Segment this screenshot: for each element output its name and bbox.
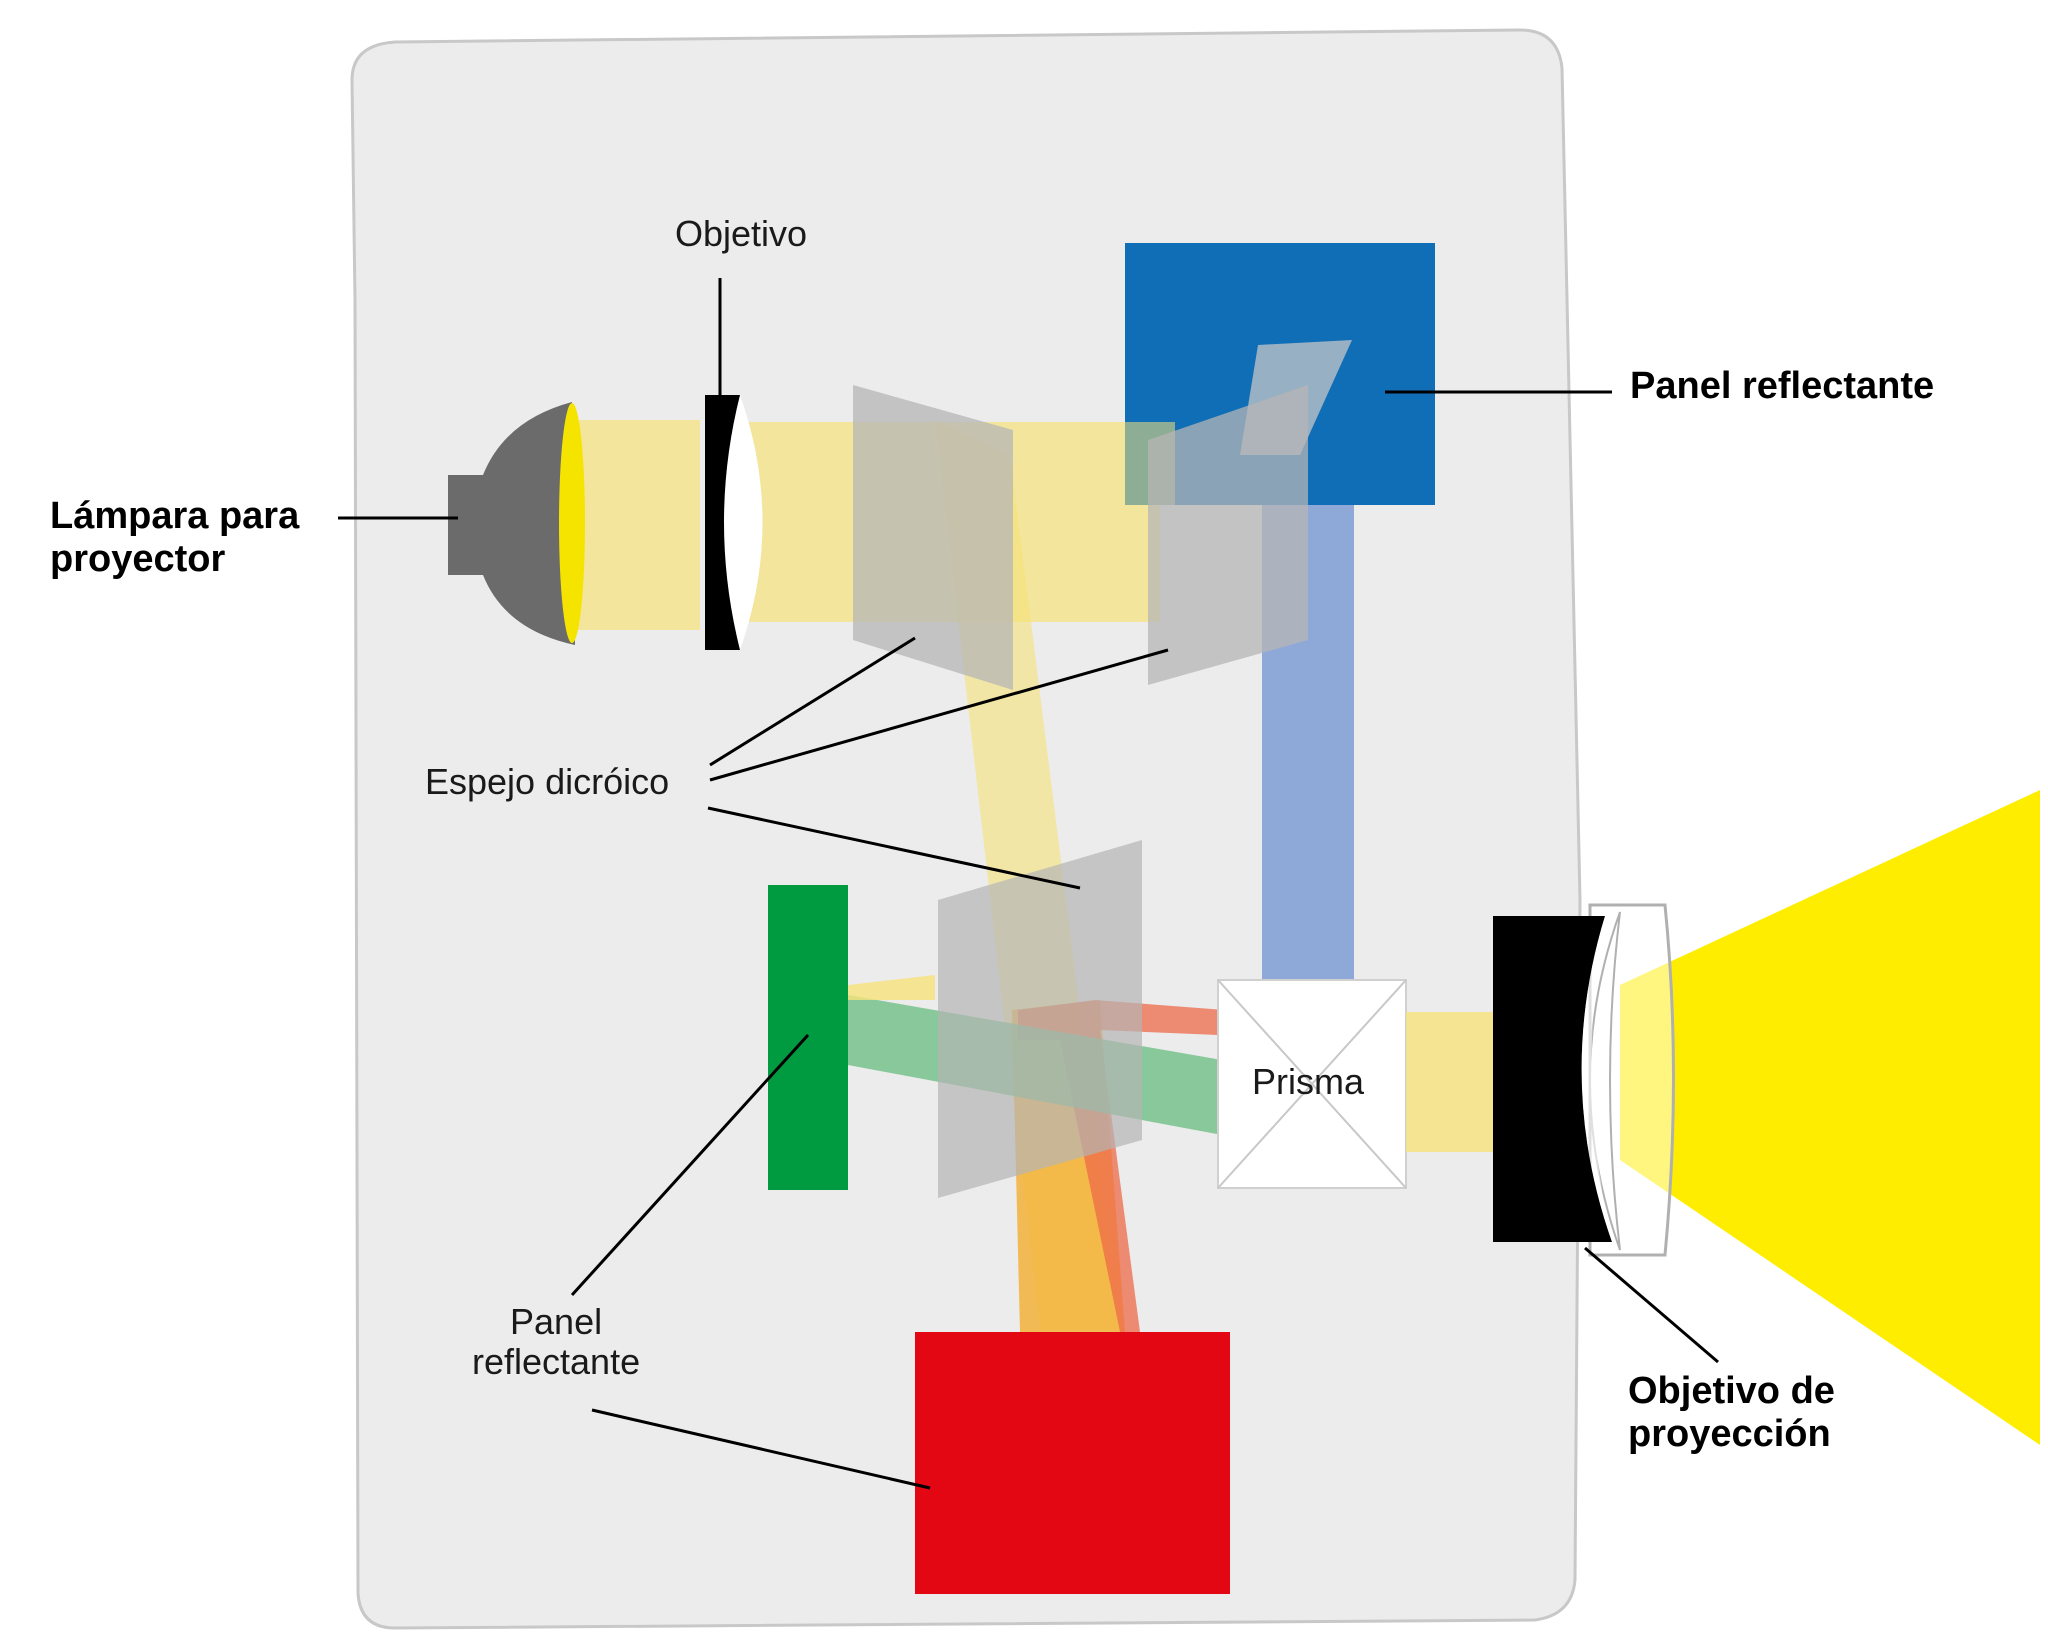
- leader-espejo-1: [709, 636, 916, 767]
- label-objetivo: Objetivo: [675, 213, 808, 254]
- label-lampara-line2: proyector: [50, 537, 226, 580]
- label-lampara: Lámpara para proyector: [50, 495, 299, 580]
- label-prisma: Prisma: [1252, 1061, 1365, 1102]
- light-beam-green: [848, 975, 935, 1000]
- dichroic-mirror-1: [853, 385, 1013, 690]
- leader-objetivo-proyeccion: [1584, 1246, 1719, 1364]
- label-objetivo-proyeccion: Objetivo de proyección: [1628, 1370, 1835, 1455]
- condenser-lens-glass: [724, 395, 763, 650]
- leader-panel-red: [591, 1408, 931, 1490]
- red-panel: [915, 1332, 1230, 1594]
- label-espejo-dicroico: Espejo dicróico: [425, 761, 670, 802]
- prism-diagonal-2: [1217, 979, 1407, 1189]
- label-panel-bottom-line1: Panel: [510, 1301, 603, 1342]
- light-beam-lamp: [575, 420, 700, 630]
- lamp-glow: [559, 403, 585, 643]
- projection-beam: [1620, 790, 2040, 1445]
- label-panel-bottom-line2: reflectante: [472, 1341, 641, 1383]
- label-panel-reflectante-bottom: Panel reflectante: [472, 1301, 641, 1383]
- light-beam-output: [1406, 1012, 1494, 1152]
- projection-lens: [1493, 916, 1612, 1242]
- dichroic-mirror-3: [938, 840, 1142, 1198]
- label-panel-reflectante-top: Panel reflectante: [1630, 365, 1935, 407]
- leader-espejo-2: [709, 648, 1169, 782]
- leader-espejo-3: [707, 806, 1081, 890]
- leader-panel-green: [570, 1033, 810, 1297]
- dichroic-mirror-2: [1148, 385, 1308, 685]
- label-objetivo-proyeccion-line1: Objetivo de: [1628, 1370, 1835, 1412]
- projection-lens-front: [1581, 916, 1612, 1242]
- lamp-body: [448, 402, 575, 645]
- label-objetivo-proyeccion-line2: proyección: [1628, 1412, 1831, 1455]
- label-lampara-line1: Lámpara para: [50, 495, 300, 537]
- projection-lens-glass: [1589, 911, 1621, 1251]
- green-panel: [768, 885, 848, 1190]
